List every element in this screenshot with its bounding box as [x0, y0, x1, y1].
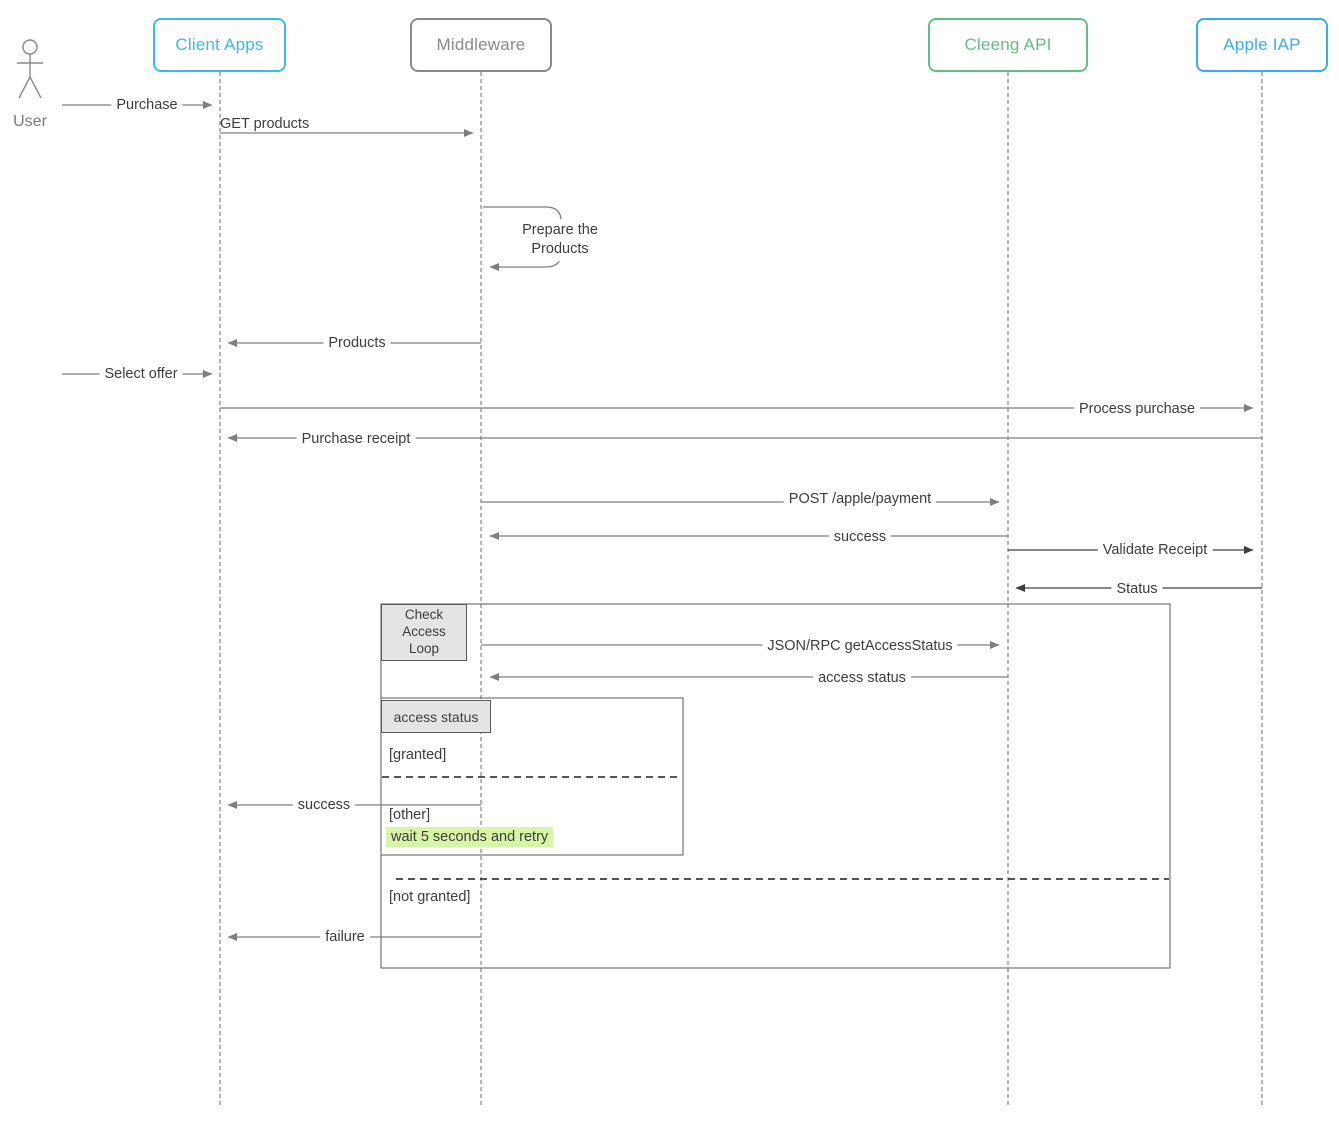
- participant-middleware-label: Middleware: [436, 35, 526, 54]
- lifelines: [219, 72, 1263, 1108]
- message-label-json-rpc: JSON/RPC getAccessStatus: [762, 638, 958, 654]
- message-label-status: Status: [1111, 581, 1163, 597]
- message-arrows: [62, 101, 1262, 941]
- message-label-post-apple-payment: POST /apple/payment: [783, 491, 937, 507]
- message-label-purchase: Purchase: [111, 97, 183, 113]
- fragment-frames: [380, 603, 1171, 969]
- participant-apple-iap: Apple IAP: [1196, 18, 1328, 72]
- participant-cleeng-api-label: Cleeng API: [964, 35, 1052, 54]
- message-label-success-access: success: [292, 797, 356, 813]
- user-actor-label: User: [13, 113, 47, 130]
- loop-frame: [380, 603, 1171, 969]
- message-label-products: Products: [323, 335, 391, 351]
- message-label-access-status: access status: [813, 670, 911, 686]
- guard-granted: [granted]: [387, 747, 449, 763]
- message-label-purchase-receipt: Purchase receipt: [296, 431, 416, 447]
- message-label-success-payment: success: [828, 529, 892, 545]
- alt-frame: [380, 697, 684, 856]
- message-label-process-purchase: Process purchase: [1073, 401, 1201, 417]
- message-label-get-products: GET products: [220, 116, 310, 132]
- user-actor-icon: [17, 39, 43, 99]
- participant-apple-iap-label: Apple IAP: [1223, 35, 1301, 54]
- message-label-failure: failure: [320, 929, 370, 945]
- note-wait-retry: wait 5 seconds and retry: [386, 827, 554, 847]
- message-label-prepare-products: Prepare the Products: [512, 219, 608, 261]
- participant-cleeng-api: Cleeng API: [928, 18, 1088, 72]
- message-label-select-offer: Select offer: [99, 366, 183, 382]
- guard-not-granted: [not granted]: [387, 889, 473, 905]
- loop-frame-label: Check Access Loop: [381, 604, 467, 661]
- guard-other: [other]: [387, 807, 433, 823]
- participant-middleware: Middleware: [410, 18, 552, 72]
- participant-client-apps-label: Client Apps: [175, 35, 264, 54]
- participant-client-apps: Client Apps: [153, 18, 286, 72]
- alt-frame-label: access status: [381, 700, 491, 733]
- message-label-validate-receipt: Validate Receipt: [1097, 542, 1213, 558]
